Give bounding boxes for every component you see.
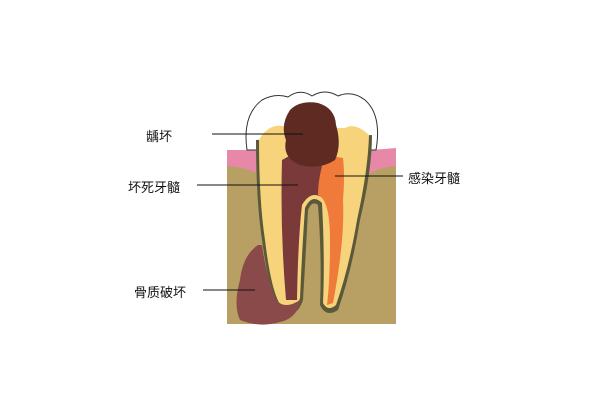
- infected-pulp: [318, 155, 344, 305]
- gum-left: [227, 150, 262, 175]
- label-necrotic-pulp: 坏死牙髓: [128, 181, 181, 196]
- bone-destruction: [236, 245, 300, 325]
- label-infected-pulp: 感染牙髓: [408, 172, 461, 187]
- label-caries: 龋坏: [146, 130, 173, 145]
- caries: [283, 102, 339, 167]
- gum-right: [365, 148, 396, 176]
- label-bone-destruction: 骨质破坏: [134, 286, 187, 301]
- necrotic-pulp: [281, 150, 325, 300]
